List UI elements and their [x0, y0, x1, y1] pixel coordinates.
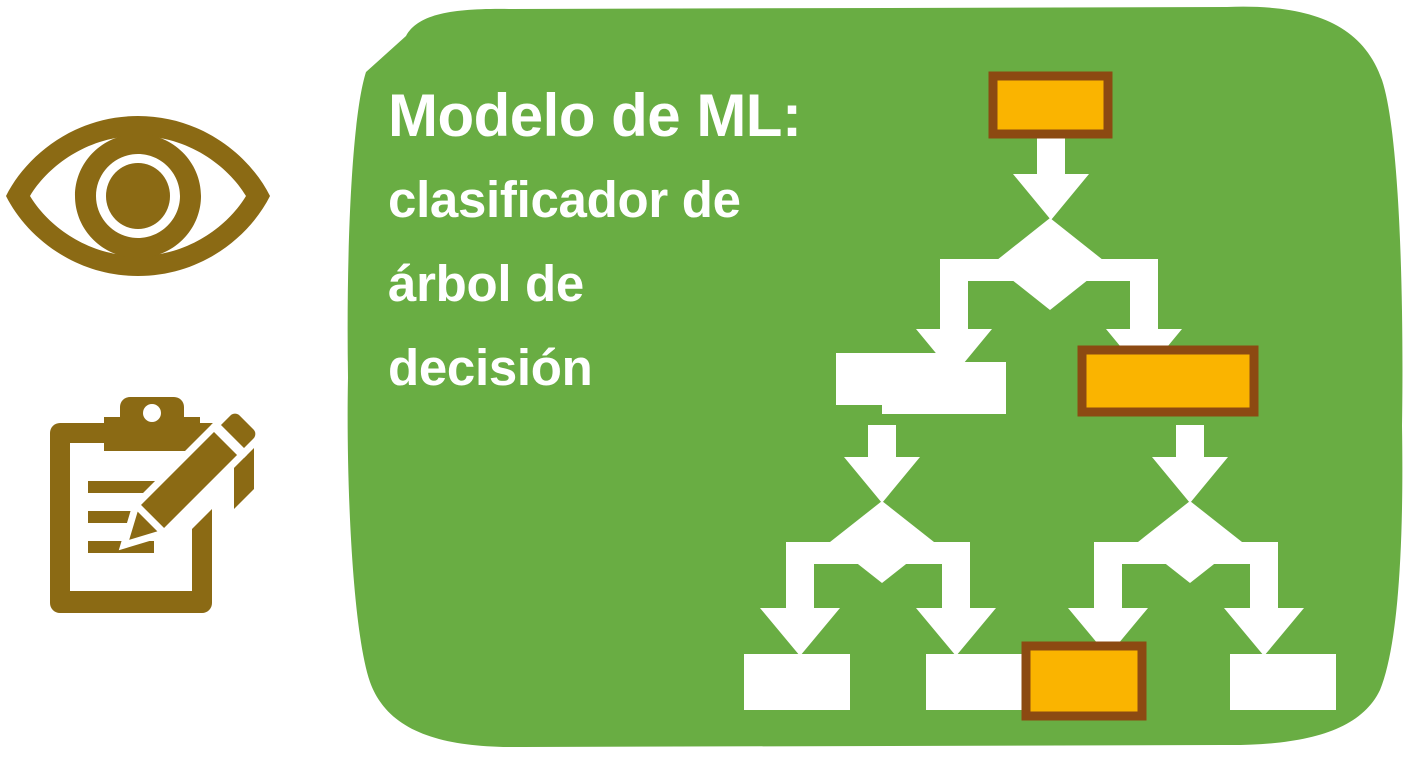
node-d2 [830, 501, 934, 583]
title-line-4: decisión [388, 339, 593, 396]
clipboard-pencil-icon [42, 395, 263, 620]
node-d1 [992, 218, 1108, 310]
node-leaf-1 [744, 654, 850, 710]
icon-column [0, 0, 330, 768]
title-line-2: clasificador de [388, 171, 741, 228]
node-leaf-4 [1230, 654, 1336, 710]
node-left-level2 [836, 353, 1006, 414]
node-leaf-2 [926, 654, 1026, 710]
node-d3 [1138, 501, 1242, 583]
node-right-level2 [1077, 345, 1259, 417]
decision-tree-diagram [700, 40, 1400, 740]
title-line-3: árbol de [388, 255, 584, 312]
node-root [988, 71, 1113, 139]
eye-icon [2, 108, 274, 284]
page-title: Modelo de ML: clasificador de árbol de d… [388, 74, 908, 410]
title-line-1: Modelo de ML: [388, 82, 802, 149]
node-leaf-3 [1021, 641, 1147, 721]
connectors [760, 128, 1304, 656]
